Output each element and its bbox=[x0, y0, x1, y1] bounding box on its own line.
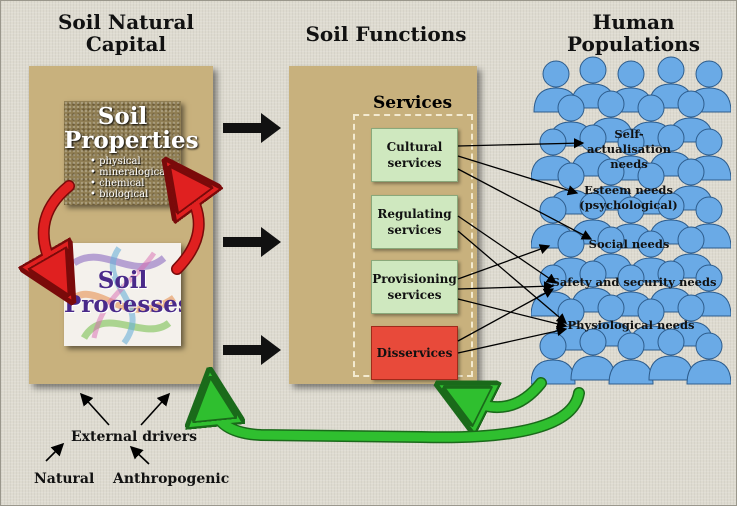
green-feedback-arrows bbox=[213, 383, 585, 444]
soil-properties-title: Soil Properties bbox=[64, 103, 199, 154]
soil-processes-title: Soil Processes bbox=[64, 267, 181, 318]
services-header: Services bbox=[373, 93, 453, 113]
title-soil-functions: Soil Functions bbox=[305, 22, 467, 46]
property-item: • physical bbox=[90, 156, 141, 167]
red-cycle-arrows bbox=[44, 186, 199, 273]
title-human-populations: Human Populations bbox=[567, 10, 700, 56]
property-item: • mineralogical bbox=[90, 167, 169, 178]
property-item: • biological bbox=[90, 189, 149, 200]
need-physiological: Physiological needs bbox=[567, 318, 695, 332]
service-box-cultural: Cultural services bbox=[371, 128, 458, 182]
capital-to-functions-arrows bbox=[223, 113, 281, 365]
service-to-need-arrows bbox=[457, 138, 593, 354]
soil-properties-box: Soil Properties • physical • mineralogic… bbox=[64, 101, 199, 205]
driver-arrows bbox=[45, 392, 171, 465]
soil-processes-box: Soil Processes bbox=[64, 243, 181, 346]
service-box-disservices: Disservices bbox=[371, 326, 458, 380]
need-social: Social needs bbox=[588, 237, 670, 251]
service-box-regulating: Regulating services bbox=[371, 195, 458, 249]
processes-swirl-graphic bbox=[66, 246, 177, 345]
label-external-drivers: External drivers bbox=[71, 429, 197, 445]
need-safety-security: Safety and security needs bbox=[551, 275, 717, 289]
service-box-provisioning: Provisioning services bbox=[371, 260, 458, 314]
property-item: • chemical bbox=[90, 178, 145, 189]
title-soil-natural-capital: Soil Natural Capital bbox=[57, 10, 195, 56]
label-anthropogenic: Anthropogenic bbox=[113, 471, 230, 487]
soil-properties-list: • physical • mineralogical • chemical • … bbox=[90, 156, 168, 200]
label-natural: Natural bbox=[34, 471, 95, 487]
need-self-actualisation: Self- actualisation needs bbox=[587, 127, 671, 171]
need-esteem: Esteem needs (psychological) bbox=[579, 183, 678, 212]
